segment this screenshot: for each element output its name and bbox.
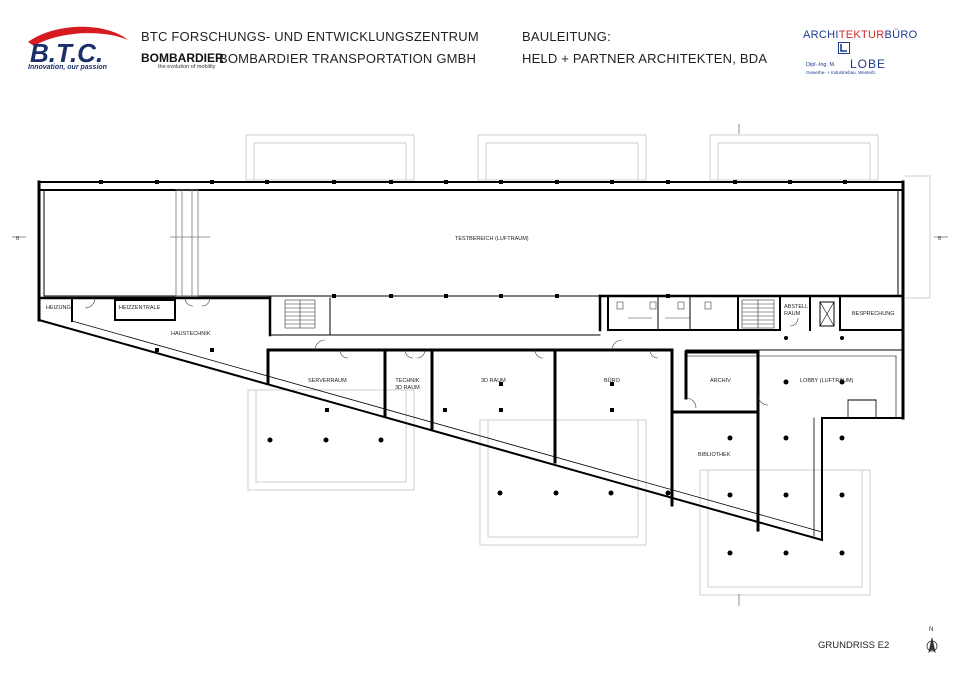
bauleitung-value: HELD + PARTNER ARCHITEKTEN, BDA bbox=[522, 51, 768, 66]
bombardier-tagline: the evolution of mobility bbox=[158, 64, 216, 70]
room-lobby: LOBBY (LUFTRAUM) bbox=[800, 378, 854, 384]
btc-logo-text: B.T.C. bbox=[30, 38, 103, 68]
bombardier-logo: BOMBARDIER bbox=[141, 51, 224, 65]
section-marker-right: B bbox=[938, 236, 942, 242]
north-label: N bbox=[929, 627, 934, 633]
room-technik-line2: 3D RAUM bbox=[395, 385, 420, 391]
ghost-outlines bbox=[245, 134, 931, 596]
room-serverraum: SERVERRAUM bbox=[308, 378, 347, 384]
room-technik-3d: TECHNIK 3D RAUM bbox=[395, 378, 420, 392]
btc-tagline: Innovation, our passion bbox=[28, 64, 107, 71]
room-buero: BÜRO bbox=[604, 378, 620, 384]
section-markers bbox=[12, 124, 948, 606]
bauleitung-label: BAULEITUNG: bbox=[522, 29, 611, 44]
architect-name: LOBE bbox=[850, 57, 887, 71]
architect-title: ARCHITEKTURBÜRO bbox=[803, 29, 918, 41]
stairs bbox=[284, 299, 775, 329]
architect-title-part1: ARCHI bbox=[803, 29, 839, 41]
room-abstell-line1: ABSTELL bbox=[784, 304, 809, 310]
room-besprechung: BESPRECHUNG bbox=[852, 311, 895, 317]
room-3d-raum: 3D RAUM bbox=[481, 378, 506, 384]
architect-title-part2: TEKTUR bbox=[838, 29, 885, 41]
room-abstellraum: ABSTELL RAUM bbox=[784, 304, 808, 318]
btc-logo: B.T.C. bbox=[28, 26, 128, 68]
walls bbox=[37, 180, 905, 542]
columns bbox=[99, 180, 847, 412]
bridge bbox=[170, 189, 210, 297]
sanitary bbox=[616, 301, 712, 319]
room-technik-line1: TECHNIK bbox=[395, 378, 420, 384]
section-marker-left: B bbox=[16, 236, 20, 242]
room-haustechnik: HAUSTECHNIK bbox=[171, 331, 211, 337]
client-name: BOMBARDIER TRANSPORTATION GMBH bbox=[219, 51, 477, 66]
room-abstell-line2: RAUM bbox=[784, 311, 801, 317]
room-testbereich: TESTBEREICH (LUFTRAUM) bbox=[455, 236, 529, 242]
room-bibliothek: BIBLIOTHEK bbox=[698, 452, 731, 458]
north-arrow-icon bbox=[926, 637, 938, 654]
doors bbox=[84, 297, 799, 409]
room-heizzentrale: HEIZZENTRALE bbox=[119, 305, 161, 311]
round-columns bbox=[267, 336, 845, 556]
lobe-logo-icon bbox=[838, 42, 850, 54]
room-heizung: HEIZUNG bbox=[46, 305, 71, 311]
architect-title-part3: BÜRO bbox=[884, 29, 918, 41]
plan-title: GRUNDRISS E2 bbox=[818, 640, 890, 651]
project-title: BTC FORSCHUNGS- UND ENTWICKLUNGSZENTRUM bbox=[141, 29, 479, 44]
architect-dipl: Dipl.-Ing. M. bbox=[806, 62, 836, 68]
architect-subtitle: Gewerbe- + Industriebau, Westerb. bbox=[806, 70, 877, 75]
room-archiv: ARCHIV bbox=[710, 378, 731, 384]
